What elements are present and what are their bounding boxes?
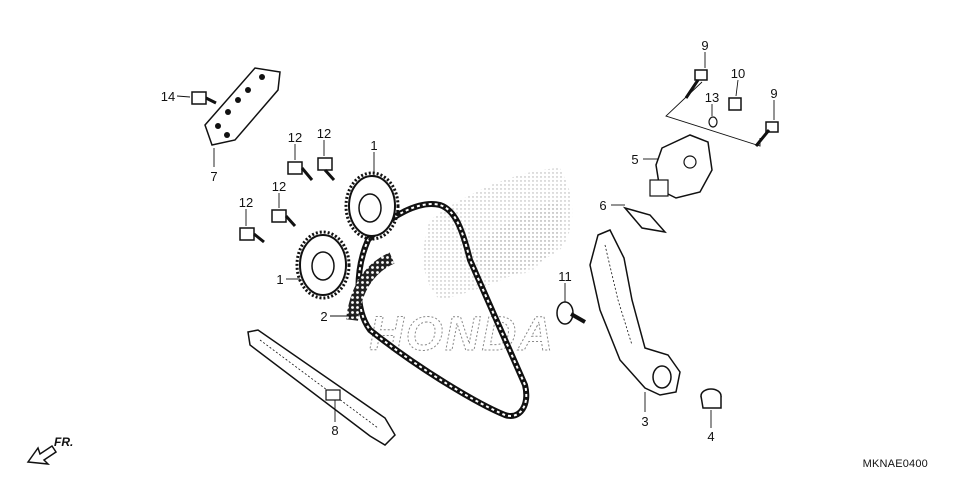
front-arrow-icon [26, 444, 58, 465]
callout-6: 6 [599, 198, 606, 213]
callout-4: 4 [707, 429, 714, 444]
callout-7: 7 [210, 169, 217, 184]
callout-9-upper: 9 [701, 38, 708, 53]
honda-watermark: HONDA [369, 168, 573, 362]
cam-chain [346, 201, 530, 419]
callouts: 1 1 2 3 4 5 6 7 8 9 9 10 11 12 12 12 12 … [161, 38, 778, 444]
lifter-bolts [665, 69, 779, 147]
cam-chain-tensioner-arm-part [589, 229, 681, 396]
plate-part [204, 67, 281, 146]
callout-14: 14 [161, 89, 175, 104]
callout-12-a: 12 [288, 130, 302, 145]
cam-sprocket-upper [344, 171, 400, 241]
gasket-part [622, 206, 667, 234]
figure-code: MKNAE0400 [862, 458, 928, 470]
callout-2: 2 [320, 309, 327, 324]
tensioner-lifter-part [649, 134, 713, 199]
callout-12-d: 12 [239, 195, 253, 210]
callout-3: 3 [641, 414, 648, 429]
callout-10: 10 [731, 66, 745, 81]
callout-12-b: 12 [317, 126, 331, 141]
cam-sprocket-lower [295, 230, 351, 300]
front-direction-indicator: FR. [26, 435, 73, 465]
callout-1-lower: 1 [276, 272, 283, 287]
bolt-12-parts [239, 157, 336, 244]
callout-8: 8 [331, 423, 338, 438]
leader-lines [176, 52, 775, 428]
callout-11: 11 [558, 269, 572, 284]
callout-9-right: 9 [770, 86, 777, 101]
pivot-bolt-part [556, 301, 586, 325]
plate-bolt-part [191, 91, 217, 105]
front-direction-label: FR. [54, 435, 73, 449]
callout-12-c: 12 [272, 179, 286, 194]
cam-chain-guide-part [247, 329, 396, 446]
collar-part [700, 388, 722, 409]
callout-13: 13 [705, 90, 719, 105]
callout-1-upper: 1 [370, 138, 377, 153]
callout-5: 5 [631, 152, 638, 167]
